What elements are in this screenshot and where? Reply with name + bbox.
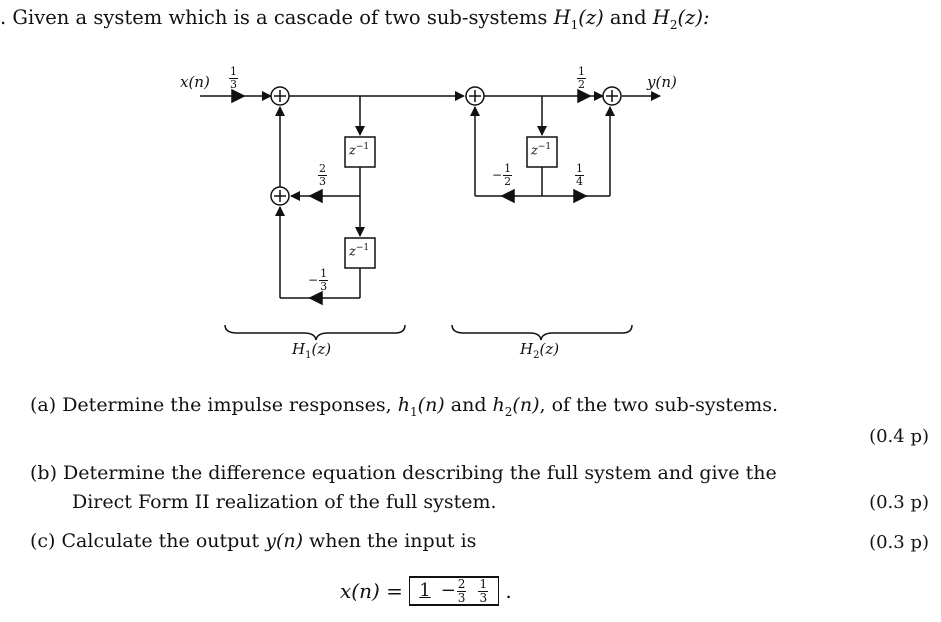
problem-statement: . Given a system which is a cascade of t… [0, 6, 710, 32]
block-diagram [200, 86, 661, 341]
input-gain-triangle [231, 88, 246, 104]
points-a: (0.4 p) [869, 426, 929, 447]
output-label: y(n) [647, 73, 677, 91]
points-b: (0.3 p) [869, 492, 929, 513]
h1-brace-label: H1(z) [292, 340, 332, 361]
points-c: (0.3 p) [869, 532, 929, 553]
question-b: (b) Determine the difference equation de… [30, 462, 777, 484]
h2-right-gain-triangle [573, 188, 588, 204]
h1-forward-gain-triangle [308, 188, 323, 204]
h2-delay-label: z−1 [531, 142, 552, 159]
h1-delay-2-label: z−1 [349, 243, 370, 260]
h1-delay-1-label: z−1 [349, 142, 370, 159]
h2-top-gain-triangle [577, 88, 592, 104]
h2-brace-label: H2(z) [520, 340, 560, 361]
question-c: (c) Calculate the output y(n) when the i… [30, 530, 477, 552]
question-a: (a) Determine the impulse responses, h1(… [30, 394, 779, 419]
input-label: x(n) [180, 73, 210, 91]
h1-back-gain-triangle [308, 290, 323, 306]
h1-brace [224, 324, 406, 341]
question-b-line2: Direct Form II realization of the full s… [72, 491, 497, 513]
h2-left-gain-triangle [500, 188, 515, 204]
h2-brace [451, 324, 633, 341]
